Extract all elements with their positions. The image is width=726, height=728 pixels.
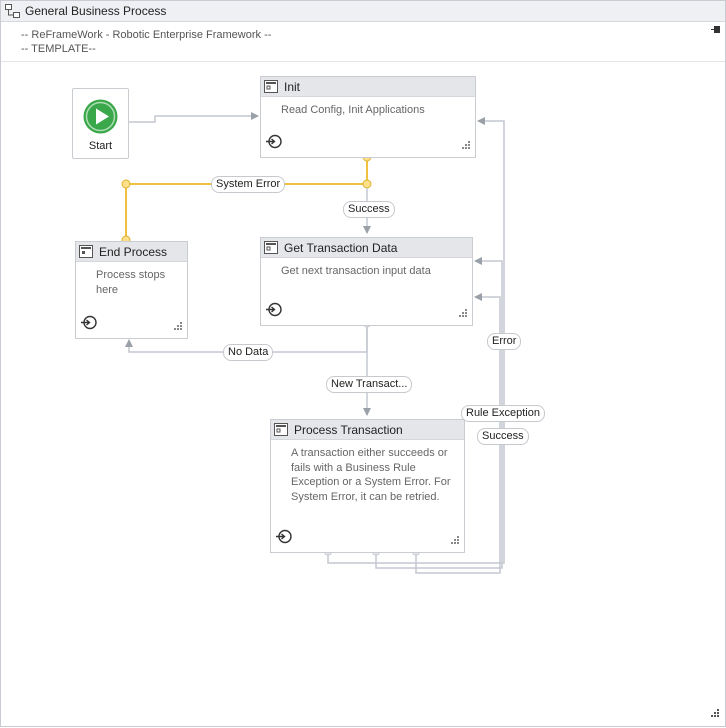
designer-title-bar: General Business Process: [1, 1, 725, 22]
resize-grip-icon[interactable]: [458, 308, 467, 320]
wire-error[interactable]: [327, 117, 505, 564]
state-get-transaction-data[interactable]: Get Transaction Data Get next transactio…: [260, 237, 473, 326]
annotation-line-2: -- TEMPLATE--: [21, 43, 96, 55]
state-description: Get next transaction input data: [281, 265, 431, 277]
state-description-line: here: [96, 283, 119, 296]
annotation-line-1: -- ReFrameWork - Robotic Enterprise Fram…: [21, 29, 272, 41]
transition-error[interactable]: Error: [487, 333, 522, 350]
resize-grip-icon[interactable]: [461, 140, 470, 152]
play-icon: [83, 99, 118, 137]
wire-start-init[interactable]: [128, 112, 259, 123]
wire-rule-exception[interactable]: [375, 257, 503, 569]
resize-grip-icon[interactable]: [710, 708, 719, 720]
state-description: A transaction either succeeds or fails w…: [291, 446, 451, 504]
state-icon: [274, 423, 288, 439]
designer-title: General Business Process: [25, 4, 167, 18]
state-icon: [264, 80, 278, 96]
state-description-line: fails with a Business Rule: [291, 461, 416, 474]
state-end-process[interactable]: End Process Process stops here: [75, 241, 188, 339]
workflow-annotation: -- ReFrameWork - Robotic Enterprise Fram…: [21, 28, 271, 56]
state-name: Process Transaction: [294, 423, 403, 437]
resize-grip-icon[interactable]: [173, 321, 182, 333]
state-process-transaction[interactable]: Process Transaction A transaction either…: [270, 419, 465, 553]
start-label: Start: [88, 140, 113, 152]
resize-grip-icon[interactable]: [450, 535, 459, 547]
state-icon: [264, 241, 278, 257]
state-description: Read Config, Init Applications: [281, 104, 425, 116]
state-description-line: System Error, it can be retried.: [291, 490, 440, 503]
state-description: Process stops here: [96, 268, 165, 297]
state-description-line: A transaction either succeeds or: [291, 447, 448, 459]
state-description-line: Process stops: [96, 269, 166, 281]
wire-handle[interactable]: [362, 179, 372, 189]
state-icon: [79, 245, 93, 261]
transition-success-init[interactable]: Success: [343, 201, 395, 218]
state-name: Get Transaction Data: [284, 241, 398, 255]
annotation-divider: [1, 61, 725, 62]
transition-no-data[interactable]: No Data: [223, 344, 274, 361]
transition-system-error[interactable]: System Error: [211, 176, 286, 193]
pin-icon[interactable]: [711, 25, 721, 37]
wire-handle[interactable]: [121, 179, 131, 189]
start-node[interactable]: Start: [72, 88, 129, 159]
state-init[interactable]: Init Read Config, Init Applications: [260, 76, 476, 158]
transition-success-process[interactable]: Success: [477, 428, 529, 445]
state-name: End Process: [99, 245, 168, 259]
transition-new-transaction[interactable]: New Transact...: [326, 376, 413, 393]
entry-icon[interactable]: [276, 529, 293, 547]
flowchart-icon: [5, 4, 20, 21]
wire-system-error[interactable]: [125, 157, 368, 239]
entry-icon[interactable]: [266, 302, 283, 320]
entry-icon[interactable]: [81, 315, 98, 333]
state-name: Init: [284, 80, 301, 94]
entry-icon[interactable]: [266, 134, 283, 152]
transition-rule-exception[interactable]: Rule Exception: [461, 405, 545, 422]
state-header: Get Transaction Data: [261, 238, 472, 258]
state-header: Process Transaction: [271, 420, 464, 440]
state-header: End Process: [76, 242, 187, 262]
state-header: Init: [261, 77, 475, 97]
wire-success-process[interactable]: [415, 293, 501, 574]
state-description-line: Exception or a System Error. For: [291, 476, 451, 488]
